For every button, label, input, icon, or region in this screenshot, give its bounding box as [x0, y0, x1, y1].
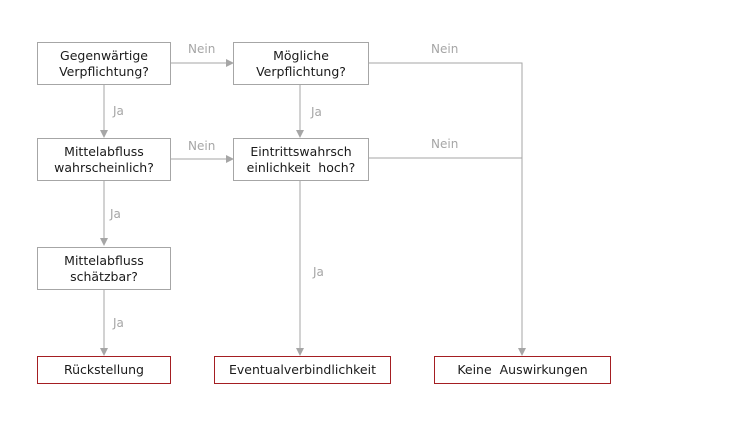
- node-mittelabfluss-wahrscheinlich: Mittelabfluss wahrscheinlich?: [37, 138, 171, 181]
- node-text-line2: schätzbar?: [70, 268, 138, 284]
- node-text-line1: Gegenwärtige: [60, 47, 148, 63]
- result-text: Rückstellung: [64, 362, 144, 377]
- node-text-line1: Mittelabfluss: [64, 252, 144, 268]
- edge-label-ja: Ja: [113, 316, 124, 330]
- edge-label-ja: Ja: [311, 105, 322, 119]
- arrow-nein-moegliche-to-keine: [369, 62, 526, 356]
- node-text-line2: wahrscheinlich?: [54, 159, 154, 175]
- edge-label-nein: Nein: [188, 139, 216, 153]
- edge-label-nein: Nein: [431, 137, 459, 151]
- edge-label-nein: Nein: [188, 42, 216, 56]
- result-text: Eventualverbindlichkeit: [229, 362, 376, 377]
- node-eintrittswahrscheinlichkeit: Eintrittswahrsch einlichkeit hoch?: [233, 138, 369, 181]
- node-text-line2: Verpflichtung?: [59, 63, 149, 79]
- node-mittelabfluss-schaetzbar: Mittelabfluss schätzbar?: [37, 247, 171, 290]
- result-keine-auswirkungen: Keine Auswirkungen: [434, 356, 611, 384]
- edge-label-ja: Ja: [110, 207, 121, 221]
- result-rueckstellung: Rückstellung: [37, 356, 171, 384]
- node-text-line2: Verpflichtung?: [256, 63, 346, 79]
- edge-label-ja: Ja: [113, 104, 124, 118]
- result-eventualverbindlichkeit: Eventualverbindlichkeit: [214, 356, 391, 384]
- edge-label-nein: Nein: [431, 42, 459, 56]
- node-gegenwaertige-verpflichtung: Gegenwärtige Verpflichtung?: [37, 42, 171, 85]
- node-moegliche-verpflichtung: Mögliche Verpflichtung?: [233, 42, 369, 85]
- node-text-line1: Mittelabfluss: [64, 143, 144, 159]
- node-text-line1: Eintrittswahrsch: [250, 143, 352, 159]
- result-text: Keine Auswirkungen: [457, 362, 588, 377]
- node-text-line2: einlichkeit hoch?: [246, 159, 356, 175]
- node-text-line1: Mögliche: [273, 47, 329, 63]
- edge-label-ja: Ja: [313, 265, 324, 279]
